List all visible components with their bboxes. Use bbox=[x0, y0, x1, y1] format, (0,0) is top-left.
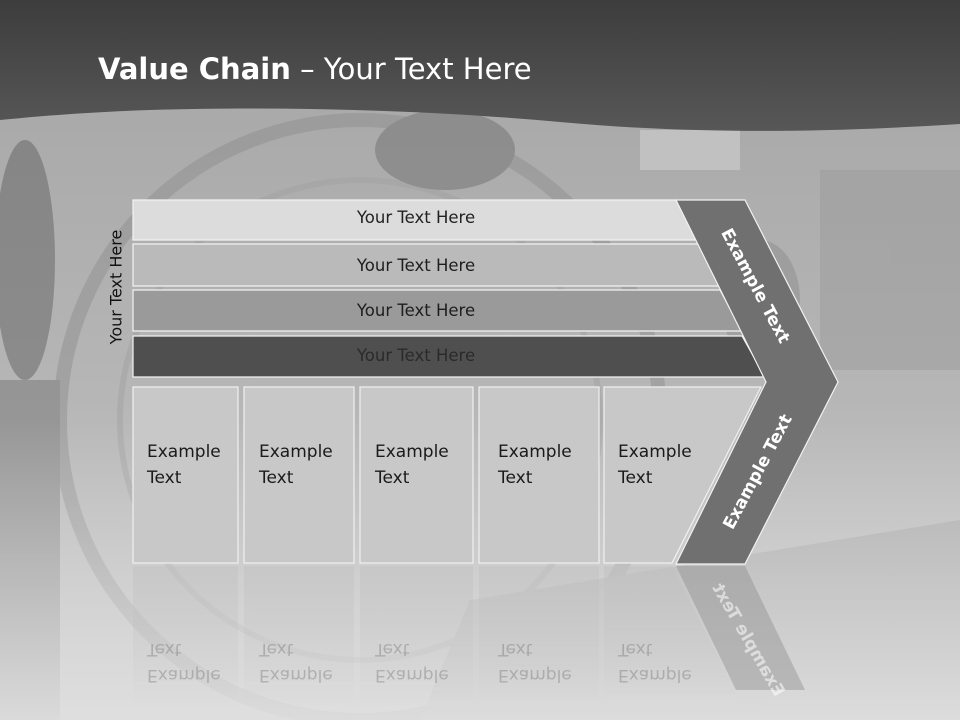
bar-1-label: Your Text Here bbox=[356, 208, 476, 227]
box-2-reflection: Example Text bbox=[259, 639, 333, 685]
box-4-reflection: Example Text bbox=[498, 639, 572, 685]
slide-title: Value Chain – Your Text Here bbox=[98, 52, 532, 86]
box-1-label: Example Text bbox=[147, 442, 221, 488]
header-band bbox=[0, 0, 960, 131]
box-1-reflection: Example Text bbox=[147, 639, 221, 685]
box-1 bbox=[132, 386, 239, 564]
box-3 bbox=[359, 386, 474, 564]
box-4-label: Example Text bbox=[498, 442, 572, 488]
box-3-reflection: Example Text bbox=[375, 639, 449, 685]
title-rest: – Your Text Here bbox=[290, 52, 532, 86]
side-label: Your Text Here bbox=[106, 229, 126, 345]
bar-2-label: Your Text Here bbox=[356, 256, 476, 275]
title-bold: Value Chain bbox=[98, 52, 291, 86]
box-4 bbox=[478, 386, 600, 564]
box-2 bbox=[243, 386, 355, 564]
bar-3-label: Your Text Here bbox=[356, 301, 476, 320]
box-5 bbox=[603, 386, 762, 564]
box-3-label: Example Text bbox=[375, 442, 449, 488]
box-5-reflection: Example Text bbox=[618, 639, 692, 685]
bar-4-label: Your Text Here bbox=[356, 346, 476, 365]
chevron-arrow bbox=[675, 199, 839, 565]
box-5-label: Example Text bbox=[618, 442, 692, 488]
reflection bbox=[133, 566, 805, 706]
box-2-label: Example Text bbox=[259, 442, 333, 488]
